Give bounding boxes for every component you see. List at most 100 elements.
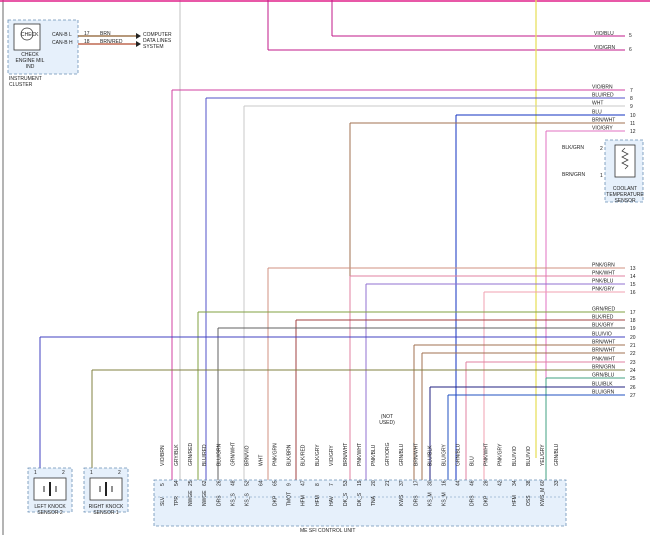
ecu-pin-label: KS_M	[441, 492, 447, 506]
ecu-pin-num: 47	[301, 480, 307, 486]
ecu-pin-num: 54	[174, 480, 180, 486]
ecu-wire-label: BLU/BLK	[427, 445, 433, 466]
ecu-wire-label: YEL/GRY	[540, 444, 546, 466]
wire-13-num: 13	[630, 266, 636, 272]
ecu-wire-label: BLU/RED	[202, 444, 208, 466]
coolant-pin2-wire: BLK/GRN	[562, 145, 584, 151]
ecu-wire-label: PNK/WHT	[484, 443, 490, 466]
ecu-pin-num: 53	[343, 480, 349, 486]
wire-22-label: BRN/WHT	[592, 348, 615, 354]
can-b-l-wire-label: BRN	[100, 31, 111, 37]
ecu-pin-label: DRS	[216, 495, 222, 506]
wire-25-num: 25	[630, 376, 636, 382]
ecu-pin-label: OSS	[526, 495, 532, 506]
wire-15-num: 15	[630, 282, 636, 288]
coolant-pin1-wire: BRN/GRN	[562, 172, 586, 178]
arrow-icon	[136, 33, 141, 39]
wire-25-label: GRN/BLU	[592, 373, 615, 379]
wire-7-num: 7	[630, 88, 633, 94]
can-b-l-label: CAN-B L	[52, 32, 72, 38]
wire-18-label: BLK/RED	[592, 315, 614, 321]
mil-lamp-box	[13, 23, 41, 51]
ecu-pin-num: 8	[315, 483, 321, 486]
wire-8-label: BLU/RED	[592, 93, 614, 99]
wire-10-label: BLU	[592, 110, 602, 116]
not-used-note: (NOT USED)	[379, 414, 395, 426]
wire-24-label: BRN/GRN	[592, 365, 615, 371]
wire-10-num: 10	[630, 113, 636, 119]
ecu-pin-num: 9	[287, 483, 293, 486]
ecu-box	[153, 479, 567, 527]
ecu-wire-label: BLU/GRN	[216, 443, 222, 466]
ecu-pin-label: NWGE	[202, 490, 208, 506]
ecu-wire-label: GRN/BLU	[456, 443, 462, 466]
right-wires-group: VIO/BRN7BLU/RED8WHT9BLU10BRN/WHT11VIO/GR…	[39, 85, 636, 482]
wire-23-label: PNK/WHT	[592, 357, 615, 363]
wire-14-num: 14	[630, 274, 636, 280]
ecu-pin-label: KWS	[399, 494, 405, 506]
ecu-pin-num: 21	[385, 480, 391, 486]
ecu-pin-num: 62	[202, 480, 208, 486]
ecu-wire-label: WHT	[259, 455, 265, 466]
ecu-pin-label: DRS	[470, 495, 476, 506]
ecu-pins-group: VIO/BRN5SLVGRY/BLK54TPRGRN/RED25NWGEBLU/…	[160, 442, 560, 506]
ecu-wire-label: BLK/GRY	[315, 444, 321, 466]
ecu-wire-label: PNK/GRN	[273, 443, 279, 466]
ecu-pin-num: 34	[512, 480, 518, 486]
wire-8-num: 8	[630, 96, 633, 102]
coolant-sensor-title: COOLANT TEMPERATURE SENSOR	[606, 186, 644, 204]
wire-12-num: 12	[630, 129, 636, 135]
wire-27-label: BLU/GRN	[592, 390, 615, 396]
ecu-wire-label: GRN/RED	[188, 443, 194, 466]
ecu-pin-num: 5	[160, 483, 166, 486]
wire-22-num: 22	[630, 351, 636, 357]
ecu-pin-label: DRS	[413, 495, 419, 506]
left-knock-pin2: 2	[62, 470, 65, 476]
ecu-wire-label: PNK/GRY	[498, 443, 504, 466]
ecu-pin-num: 26	[216, 480, 222, 486]
wire-11-label: BRN/WHT	[592, 118, 615, 124]
wire-23-num: 23	[630, 360, 636, 366]
ecu-wire-label: BLU	[470, 456, 476, 466]
instrument-cluster-title: INSTRUMENT CLUSTER	[9, 76, 42, 88]
wire-13-label: PNK/GRN	[592, 263, 615, 269]
ecu-wire-label: PNK/WHT	[357, 443, 363, 466]
ecu-pin-num: 52	[244, 480, 250, 486]
ecu-pin-label: HFM	[301, 495, 307, 506]
mil-lamp-symbol: CHECK	[21, 32, 39, 38]
left-knock-title: LEFT KNOCK SENSOR 2	[34, 504, 66, 516]
ecu-pin-label: KS_S	[230, 493, 236, 506]
wire-5-num: 5	[629, 33, 632, 39]
wire-19-num: 19	[630, 326, 636, 332]
ecu-wire-label: BRN/WHT	[343, 443, 349, 466]
ecu-pin-label: HAV	[329, 495, 335, 506]
wire-5-label: VIO/BLU	[594, 31, 614, 37]
ecu-wire-label: BLK/BRN	[287, 444, 293, 466]
ecu-pin-label: DKP	[484, 495, 490, 506]
ecu-pin-num: 25	[188, 480, 194, 486]
pin-17-num: 17	[84, 31, 90, 37]
ecu-wire-label: GRN/BLU	[554, 443, 560, 466]
can-b-h-label: CAN-B H	[52, 40, 73, 46]
wire-18-num: 18	[630, 318, 636, 324]
wire-17-label: GRN/RED	[592, 307, 615, 313]
ecu-pin-num: 65	[273, 480, 279, 486]
wire-15-label: PNK/BLU	[592, 279, 614, 285]
ecu-pin-label: DK_S	[357, 492, 363, 506]
ecu-pin-num: 42	[498, 480, 504, 486]
wire-21-num: 21	[630, 343, 636, 349]
wire-9-label: WHT	[592, 101, 603, 107]
wire-20-num: 20	[630, 335, 636, 341]
ecu-wire-label: PNK/BLU	[371, 444, 377, 466]
ecu-pin-label: NWGE	[188, 490, 194, 506]
ecu-pin-num: 17	[413, 480, 419, 486]
ecu-pin-num: 64	[259, 480, 265, 486]
wire-21-label: BRN/WHT	[592, 340, 615, 346]
mil-label: CHECK ENGINE MIL IND	[15, 52, 45, 70]
left-knock-pin1: 1	[34, 470, 37, 476]
ecu-wire-label: VIO/BRN	[160, 445, 166, 466]
wire-6-num: 6	[629, 47, 632, 53]
wire-7-label: VIO/BRN	[592, 85, 613, 91]
ecu-pin-num: 48	[230, 480, 236, 486]
